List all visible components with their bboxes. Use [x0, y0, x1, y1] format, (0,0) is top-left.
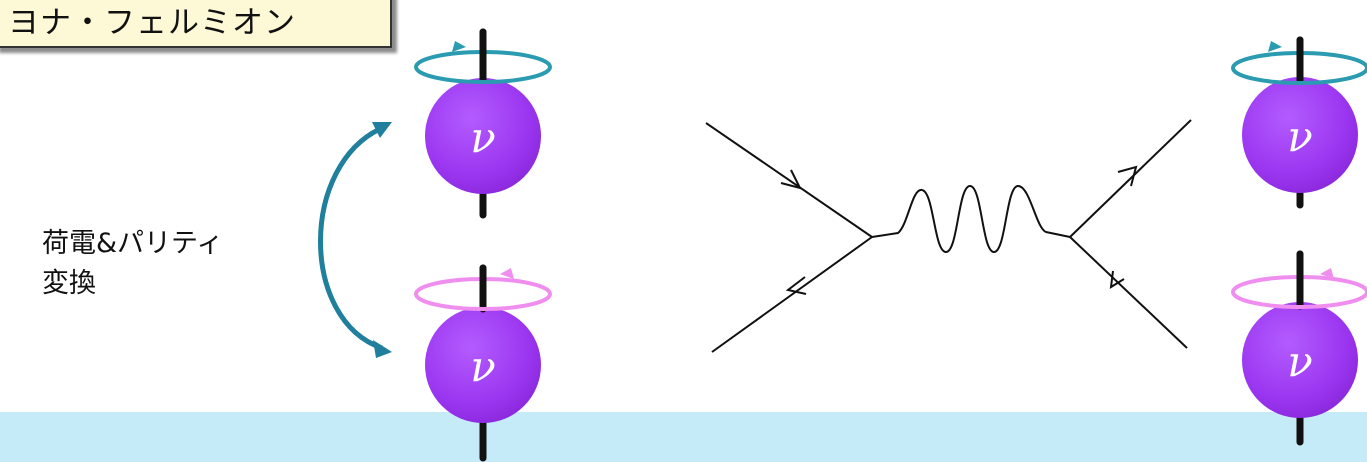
particle-symbol: ν: [1287, 337, 1313, 386]
curved-double-arrow-icon: [318, 125, 384, 351]
feynman-diagram: [705, 119, 1192, 353]
bottom-band: [0, 412, 1367, 462]
fermion-arrow: [785, 276, 807, 295]
rotation-arrow-icon: [452, 41, 466, 52]
fermion-arrow: [1109, 270, 1125, 289]
boson-propagator: [871, 184, 1071, 254]
left-spin-down-particle: ν: [414, 264, 552, 462]
particle-symbol: ν: [1287, 112, 1313, 161]
fermion-line-out-bottom: [1069, 236, 1188, 349]
spin-ring-front: [1231, 291, 1367, 309]
particle-ball: [1242, 302, 1358, 418]
right-spin-down-particle: ν: [1231, 250, 1367, 446]
particle-ball: [1242, 77, 1358, 193]
left-spin-up-particle: ν: [414, 28, 552, 219]
rotation-arrow-icon: [1268, 41, 1282, 52]
title-text: ヨナ・フェルミオン: [8, 5, 296, 41]
spin-ring-front: [414, 66, 552, 84]
fermion-arrow: [780, 169, 802, 190]
arrow-head-top: [372, 122, 392, 138]
fermion-arrow: [1117, 165, 1138, 187]
particle-symbol: ν: [470, 342, 496, 391]
particle-symbol: ν: [470, 113, 496, 162]
rotation-arrow-icon: [1320, 268, 1334, 279]
fermion-line-in-top: [705, 122, 873, 238]
spin-ring-front: [414, 293, 552, 311]
fermion-line-in-bottom: [711, 236, 873, 353]
particle-ball: [425, 78, 541, 194]
arrow-head-bottom: [373, 340, 392, 358]
transform-label-line1: 荷電&パリティ: [42, 228, 224, 259]
rotation-arrow-icon: [500, 268, 514, 279]
particle-ball: [425, 307, 541, 423]
spin-ring-front: [1231, 67, 1367, 85]
fermion-line-out-top: [1069, 119, 1192, 238]
transform-label-line2: 変換: [42, 268, 96, 299]
title-box: ヨナ・フェルミオン: [0, 0, 392, 48]
right-spin-up-particle: ν: [1231, 36, 1367, 209]
